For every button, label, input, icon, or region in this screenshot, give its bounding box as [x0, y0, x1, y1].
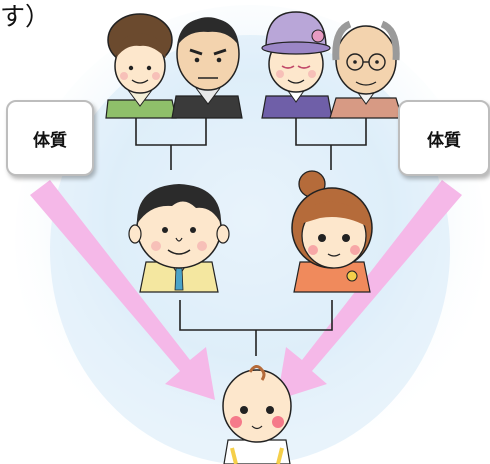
grandfather-glasses-figure	[329, 20, 403, 119]
grandmother-hat-figure	[261, 11, 333, 119]
father-figure	[128, 184, 230, 293]
cut-off-heading-text: す）	[0, 2, 51, 31]
trait-label-left: 体質	[6, 100, 94, 176]
left-arrow	[30, 180, 215, 400]
baby-figure	[222, 365, 292, 464]
connector-right-grandparents	[295, 116, 367, 170]
grandfather-kimono-figure	[171, 17, 243, 119]
mother-figure	[291, 170, 373, 293]
trait-label-right: 体質	[398, 100, 490, 176]
connector-parents	[179, 300, 333, 356]
grandmother-kimono-figure	[105, 13, 177, 119]
connector-left-grandparents	[135, 116, 207, 170]
background-glow-inner	[50, 35, 450, 464]
